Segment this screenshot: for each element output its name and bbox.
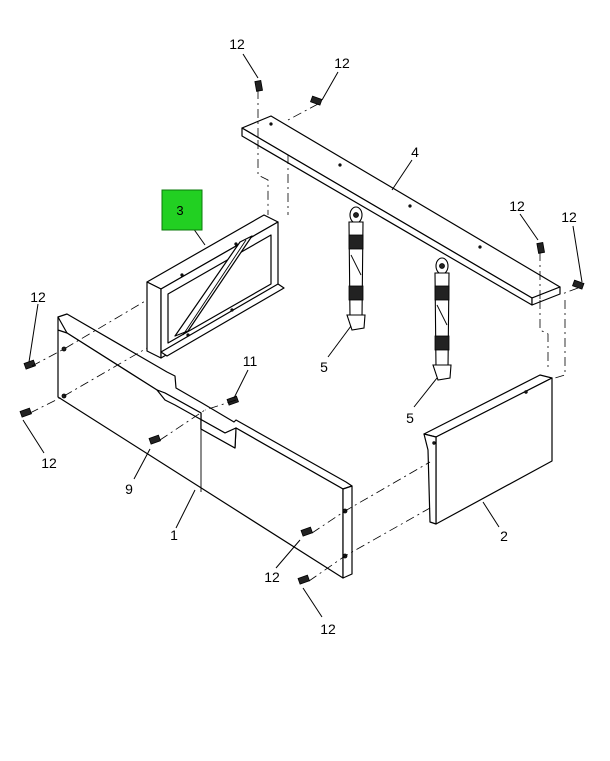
side-panel-part-2 bbox=[423, 374, 553, 525]
leader-lines bbox=[22, 53, 583, 618]
callout-1: 1 bbox=[170, 527, 178, 543]
assembly-lines bbox=[29, 90, 579, 582]
callout-12-right-b: 12 bbox=[561, 209, 577, 225]
seat-belt-strap-part-5-right bbox=[432, 257, 452, 381]
callout-12-left-b: 12 bbox=[41, 455, 57, 471]
bolt-right-a bbox=[536, 242, 545, 254]
callout-11: 11 bbox=[243, 353, 258, 369]
bolt-front-a bbox=[300, 526, 313, 537]
callout-3: 3 bbox=[176, 203, 183, 218]
callout-12-top-center: 12 bbox=[334, 55, 350, 71]
highlight-box-part-3[interactable] bbox=[161, 189, 203, 231]
bolt-left-b bbox=[19, 407, 32, 418]
callout-12-front-a: 12 bbox=[264, 569, 280, 585]
front-panel-part-1 bbox=[57, 313, 353, 579]
frame-bracket-part-3 bbox=[146, 214, 285, 359]
bolt-top-center bbox=[310, 95, 323, 106]
screw-part-9 bbox=[148, 434, 161, 445]
bolt-top-left bbox=[254, 80, 263, 92]
seat-belt-strap-part-5-left bbox=[346, 206, 366, 331]
callout-12-left-a: 12 bbox=[30, 289, 46, 305]
callout-9: 9 bbox=[125, 481, 133, 497]
callout-5-left: 5 bbox=[320, 359, 328, 375]
callout-4: 4 bbox=[411, 144, 419, 160]
callout-2: 2 bbox=[500, 528, 508, 544]
bolt-front-b bbox=[297, 574, 310, 585]
bolt-right-b bbox=[572, 279, 585, 290]
callout-labels: 12 12 4 12 12 12 12 5 5 11 9 1 2 12 12 bbox=[30, 36, 577, 637]
callout-12-top-left: 12 bbox=[229, 36, 245, 52]
mounting-bracket-part-4 bbox=[241, 115, 566, 381]
callout-12-right-a: 12 bbox=[509, 198, 525, 214]
callout-5-right: 5 bbox=[406, 410, 414, 426]
callout-12-front-b: 12 bbox=[320, 621, 336, 637]
